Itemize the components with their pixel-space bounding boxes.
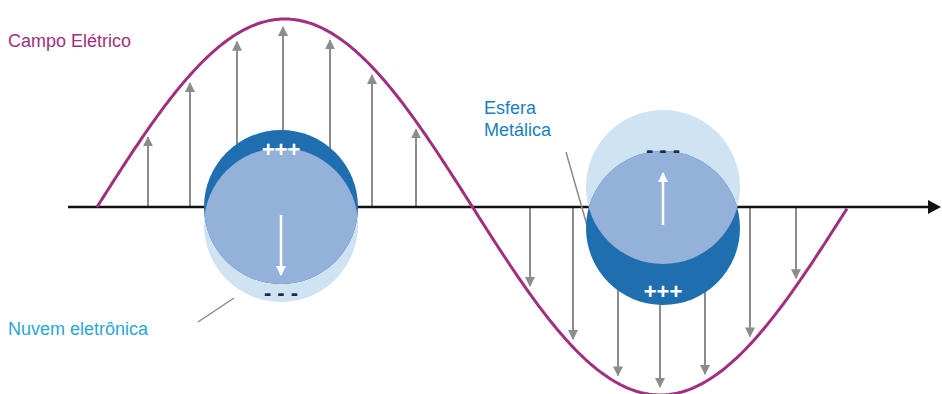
electron-cloud	[586, 110, 740, 264]
displacement-arrow	[280, 215, 283, 275]
charge-sign: +++	[581, 280, 745, 304]
field-arrow	[529, 207, 531, 286]
overlap-region	[204, 148, 358, 302]
overlap-region	[586, 110, 740, 264]
leader-line	[198, 298, 234, 322]
sine-wave	[97, 19, 847, 394]
field-arrow	[572, 207, 574, 339]
text-label: Nuvem eletrônica	[8, 318, 198, 340]
axis-arrowhead	[928, 200, 941, 214]
electron-cloud	[204, 148, 358, 302]
charge-sign: - - -	[581, 138, 745, 162]
field-arrow	[415, 129, 417, 207]
metal-sphere: +++ - - -	[199, 125, 363, 310]
field-arrow	[749, 207, 751, 336]
text-label: Esfera Metálica	[484, 97, 594, 141]
metal-sphere: - - - +++	[581, 103, 745, 313]
field-arrow	[795, 207, 797, 278]
displacement-arrow	[662, 173, 665, 225]
axis-line	[68, 206, 930, 209]
charge-sign: - - -	[199, 281, 363, 305]
field-arrow	[371, 75, 373, 207]
charge-sign: +++	[199, 138, 363, 162]
field-arrow	[189, 83, 191, 207]
field-arrow	[147, 137, 149, 207]
text-label: Campo Elétrico	[8, 30, 208, 52]
